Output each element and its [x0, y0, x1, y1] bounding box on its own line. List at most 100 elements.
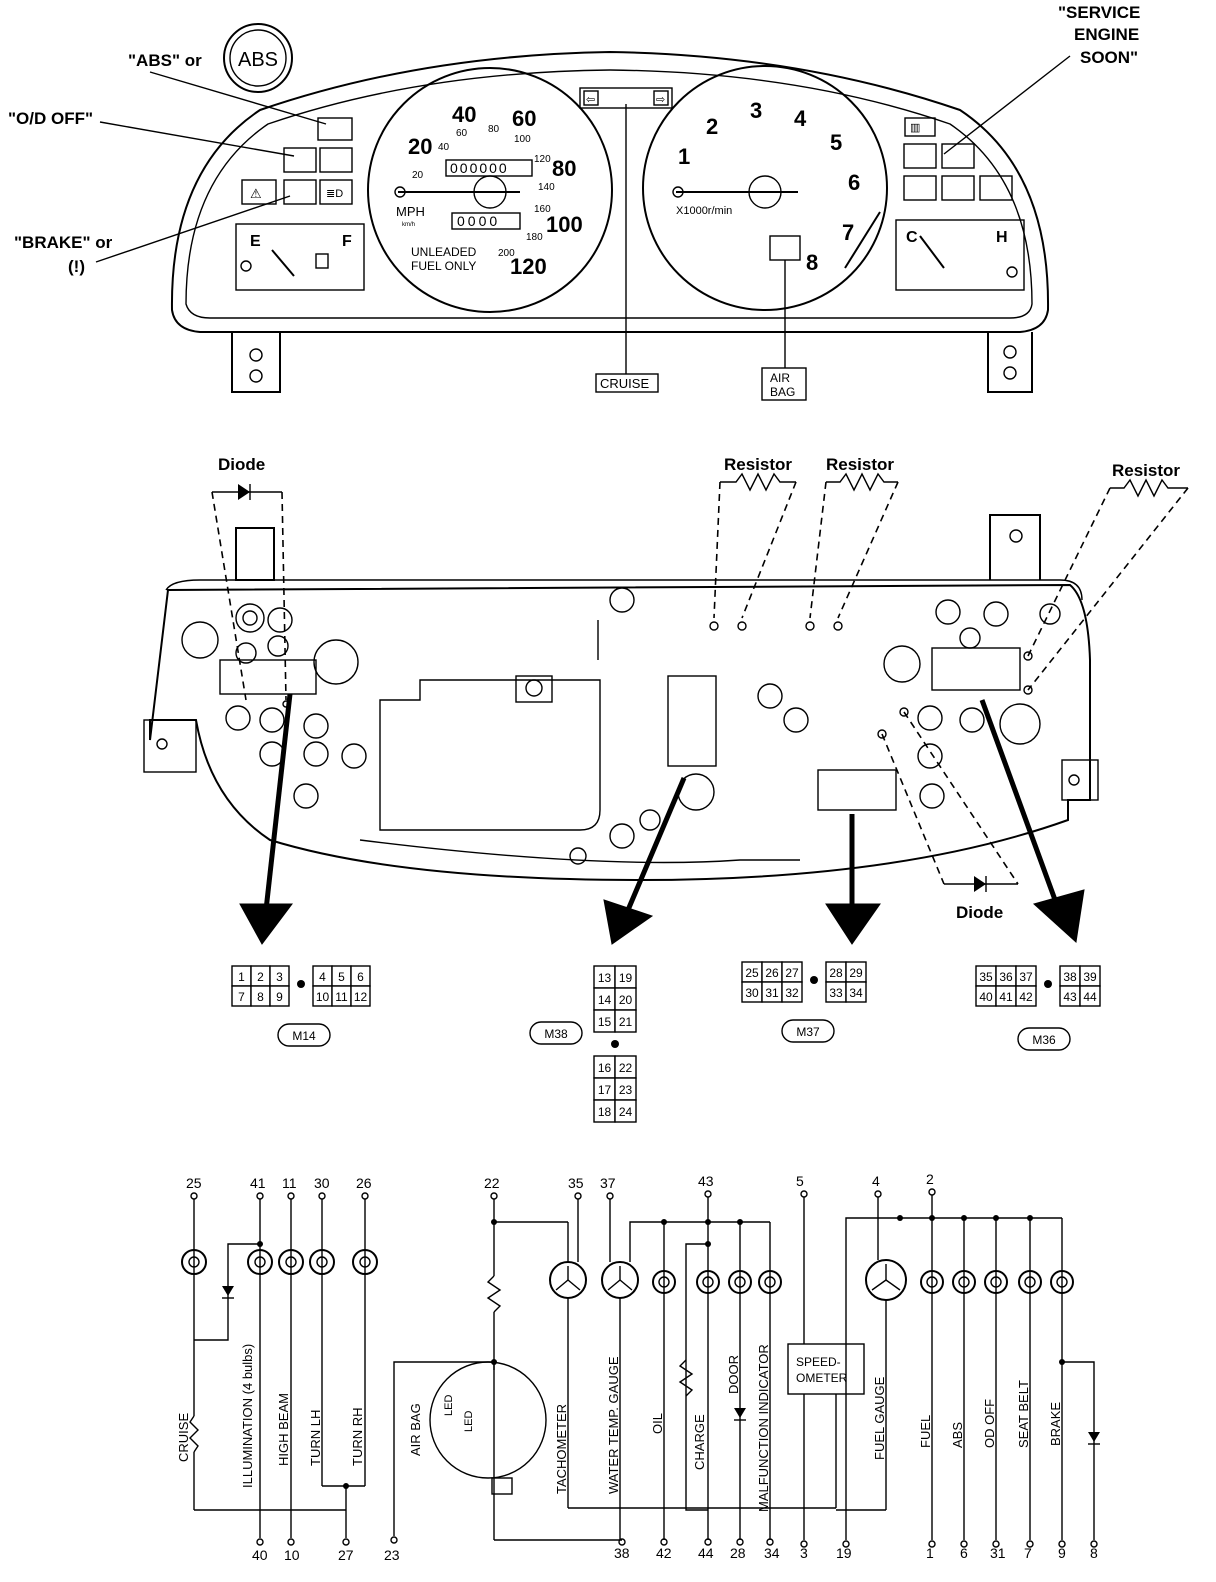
temp-cold: C: [906, 229, 918, 246]
label-door: DOOR: [726, 1355, 741, 1394]
speedometer-dial: [367, 67, 613, 313]
svg-text:≣D: ≣D: [326, 188, 343, 200]
label-tachometer: TACHOMETER: [554, 1404, 569, 1494]
pin-44: 44: [1083, 990, 1097, 1004]
terminal-35: 35: [568, 1175, 584, 1191]
pin-34: 34: [849, 986, 863, 1000]
pin-25: 25: [745, 966, 759, 980]
bulb-sockets: [181, 599, 1061, 849]
resistor-label-2: Resistor: [826, 455, 894, 474]
pin-22: 22: [619, 1061, 633, 1075]
pin-37: 37: [1019, 970, 1033, 984]
terminal-8: 8: [1090, 1545, 1098, 1561]
terminal-10: 10: [284, 1547, 300, 1563]
pin-cell: [614, 1099, 637, 1123]
mph-80: 80: [552, 156, 576, 181]
label-cruise: CRUISE: [176, 1413, 191, 1462]
label-illumination: ILLUMINATION (4 bulbs): [240, 1344, 255, 1488]
mph-unit: MPH: [396, 204, 425, 219]
pin-10: 10: [316, 990, 330, 1004]
pin-13: 13: [598, 971, 612, 985]
connector-id-badge: [277, 1023, 331, 1047]
abs-symbol: ABS: [238, 49, 278, 71]
connector-id: M14: [292, 1029, 316, 1043]
pin-21: 21: [619, 1015, 633, 1029]
pin-29: 29: [849, 966, 863, 980]
terminal-3: 3: [800, 1545, 808, 1561]
airbag-label-2: BAG: [770, 385, 795, 399]
pin-12: 12: [354, 990, 368, 1004]
mph-20: 20: [408, 134, 432, 159]
pin-cell: [1015, 985, 1037, 1007]
pin-5: 5: [338, 970, 345, 984]
cruise-label: CRUISE: [600, 376, 649, 391]
tach-1: 1: [678, 144, 690, 169]
pin-38: 38: [1063, 970, 1077, 984]
airbag-label-1: AIR: [770, 371, 790, 385]
speedometer-box-1: SPEED-: [796, 1355, 841, 1369]
terminal-37: 37: [600, 1175, 616, 1191]
svg-text:▥: ▥: [910, 122, 920, 134]
pin-39: 39: [1083, 970, 1097, 984]
pin-19: 19: [619, 971, 633, 985]
fuel-full: F: [342, 233, 352, 250]
pin-40: 40: [979, 990, 993, 1004]
trip-meter: 0000: [457, 213, 500, 229]
kmh-unit: km/h: [402, 222, 415, 228]
kmh-180: 180: [526, 232, 543, 243]
pin-23: 23: [619, 1083, 633, 1097]
pin-cell: [781, 981, 803, 1003]
terminal-23: 23: [384, 1547, 400, 1563]
svg-text:⇨: ⇨: [656, 94, 665, 106]
terminal-43: 43: [698, 1173, 714, 1189]
connector-id-badge: [781, 1019, 835, 1043]
pin-15: 15: [598, 1015, 612, 1029]
callout-brake: "BRAKE" or: [14, 233, 113, 252]
tach-3: 3: [750, 98, 762, 123]
pin-4: 4: [319, 970, 326, 984]
label-oil: OIL: [650, 1413, 665, 1434]
brake-symbol: (!): [68, 257, 85, 276]
pin-11: 11: [335, 990, 348, 1004]
label-water-temp: WATER TEMP. GAUGE: [606, 1356, 621, 1494]
pin-42: 42: [1019, 990, 1033, 1004]
terminal-25: 25: [186, 1175, 202, 1191]
trip-window: [451, 212, 521, 230]
key-dot: [810, 976, 818, 984]
callout-od-off: "O/D OFF": [8, 109, 93, 128]
terminal-1: 1: [926, 1545, 934, 1561]
kmh-100: 100: [514, 134, 531, 145]
resistor-label-1: Resistor: [724, 455, 792, 474]
pin-43: 43: [1063, 990, 1077, 1004]
pin-36: 36: [999, 970, 1013, 984]
terminal-5: 5: [796, 1173, 804, 1189]
callout-service-3: SOON": [1080, 48, 1138, 67]
kmh-120: 120: [534, 154, 551, 165]
terminal-26: 26: [356, 1175, 372, 1191]
diode-label-2: Diode: [956, 903, 1003, 922]
terminal-42: 42: [656, 1545, 672, 1561]
label-abs: ABS: [950, 1422, 965, 1448]
callout-service-1: "SERVICE: [1058, 3, 1140, 22]
key-dot: [1044, 980, 1052, 988]
pin-3: 3: [276, 970, 283, 984]
pin-1: 1: [238, 970, 245, 984]
terminal-7: 7: [1024, 1545, 1032, 1561]
pin-18: 18: [598, 1105, 612, 1119]
odometer-window: [445, 159, 533, 177]
tach-7: 7: [842, 220, 854, 245]
connector-id-badge: [1017, 1027, 1071, 1051]
terminal-19: 19: [836, 1545, 852, 1561]
pin-41: 41: [999, 990, 1013, 1004]
pin-6: 6: [357, 970, 364, 984]
pin-31: 31: [765, 986, 779, 1000]
tach-8: 8: [806, 250, 818, 275]
diode-label-1: Diode: [218, 455, 265, 474]
led-label-2: LED: [463, 1411, 475, 1432]
label-high-beam: HIGH BEAM: [276, 1393, 291, 1466]
label-fuel: FUEL: [918, 1415, 933, 1448]
mph-40: 40: [452, 102, 476, 127]
tach-4: 4: [794, 106, 807, 131]
